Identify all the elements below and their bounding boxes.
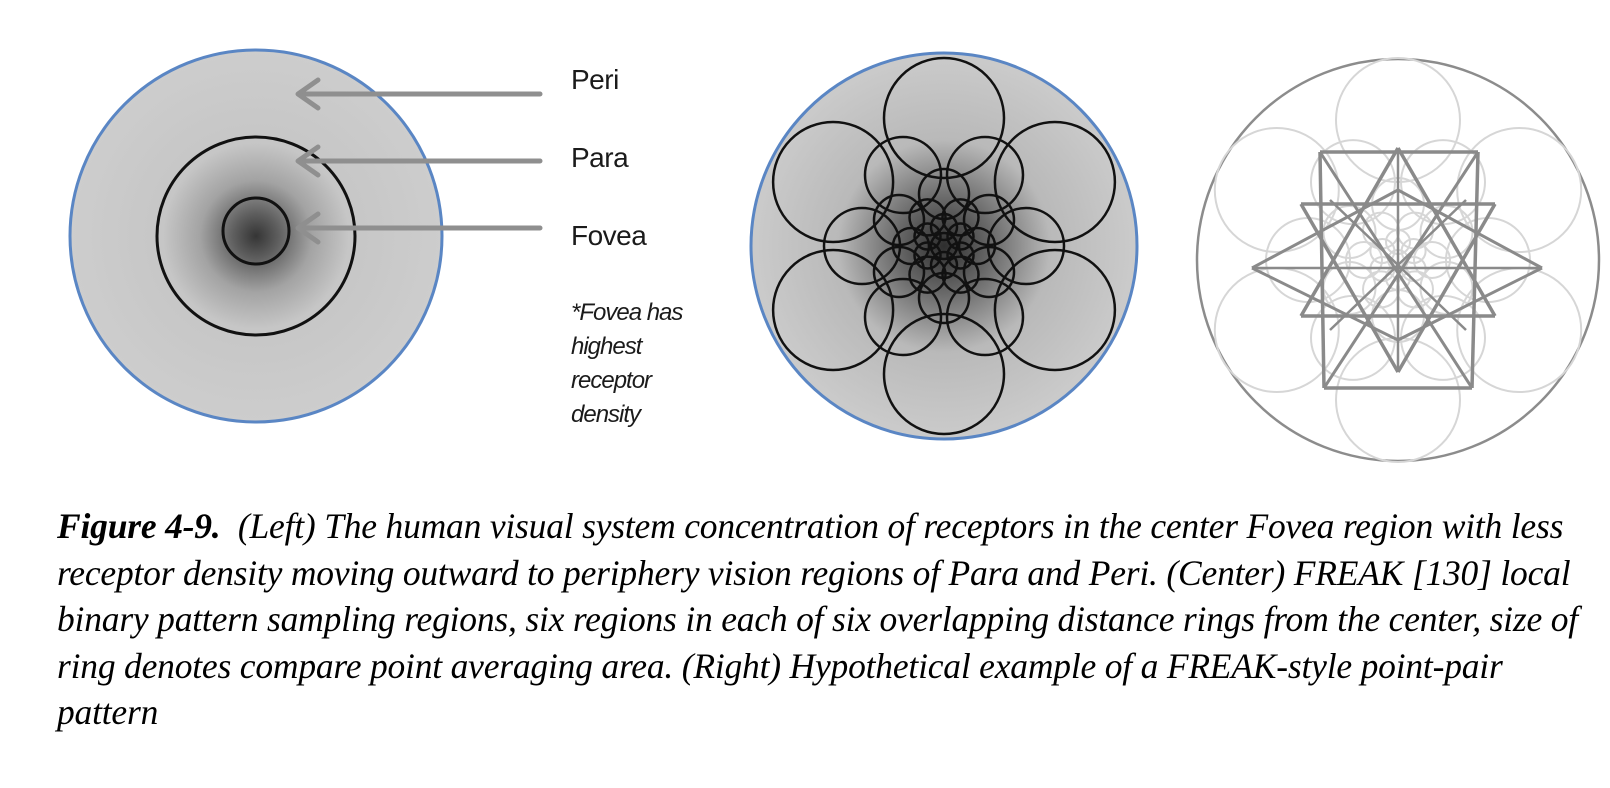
point-pair-line — [1397, 266, 1543, 342]
note-line: *Fovea has — [571, 299, 683, 326]
sampling-circle — [941, 198, 980, 237]
point-pair-line — [1318, 151, 1326, 389]
sampling-circle — [957, 226, 997, 266]
sampling-circle — [986, 206, 1066, 286]
faint-circle — [1345, 241, 1383, 279]
figure-caption: Figure 4-9. (Left) The human visual syst… — [57, 503, 1597, 736]
figure-label: Figure 4-9. — [57, 506, 221, 546]
sampling-circle — [863, 277, 943, 357]
note-line: highest — [571, 333, 642, 360]
fovea-density-note: *Fovea has highest receptor density — [571, 296, 721, 432]
figure-panels: Peri Para Fovea *Fovea has highest recep… — [68, 48, 1601, 463]
faint-circle — [1456, 127, 1583, 253]
point-pair-line — [1470, 151, 1480, 389]
sampling-circle — [917, 271, 971, 325]
sampling-circle — [941, 255, 980, 294]
freak-disk — [749, 51, 1139, 441]
note-line: receptor — [571, 367, 652, 394]
freak-sampling-rings — [771, 56, 1117, 436]
para-label: Para — [571, 142, 629, 173]
point-pair-line — [1299, 147, 1400, 317]
point-pair-line — [1251, 188, 1399, 270]
sampling-circle — [917, 167, 971, 221]
point-pair-line — [1322, 151, 1480, 389]
sampling-circle — [945, 135, 1025, 215]
sampling-circle — [993, 248, 1117, 372]
sampling-circle — [863, 135, 943, 215]
faint-circle — [1213, 127, 1340, 253]
fovea-ring — [221, 196, 291, 266]
sampling-circle — [908, 255, 947, 294]
sampling-circle — [771, 248, 895, 372]
point-pair-line — [1251, 266, 1399, 342]
point-pair-line — [1318, 151, 1474, 389]
point-pair-line — [1329, 199, 1467, 331]
figure-illustration — [68, 48, 1601, 463]
caption-text: (Left) The human visual system concentra… — [57, 506, 1578, 732]
sampling-circle — [945, 277, 1025, 357]
point-pair-diagram — [1195, 57, 1601, 463]
sampling-circle — [929, 231, 959, 261]
point-pair-line — [1396, 203, 1497, 373]
sampling-circle — [891, 226, 931, 266]
para-ring — [155, 135, 357, 337]
fovea-label: Fovea — [571, 220, 647, 251]
point-pair-line — [1397, 188, 1543, 270]
faint-circle — [1413, 241, 1451, 279]
peri-region — [68, 48, 444, 424]
sampling-circle — [882, 312, 1006, 436]
freak-sampling-diagram — [749, 51, 1139, 441]
sampling-circle — [771, 120, 895, 244]
note-line: density — [571, 401, 641, 428]
point-pair-lines — [1251, 147, 1543, 390]
point-pair-line — [1396, 147, 1497, 317]
visual-system-diagram — [68, 48, 543, 424]
sampling-circle — [882, 56, 1006, 180]
peri-label: Peri — [571, 64, 619, 95]
region-arrows — [295, 77, 543, 245]
sampling-circle — [993, 120, 1117, 244]
sampling-circle — [822, 206, 902, 286]
sampling-circle — [908, 198, 947, 237]
